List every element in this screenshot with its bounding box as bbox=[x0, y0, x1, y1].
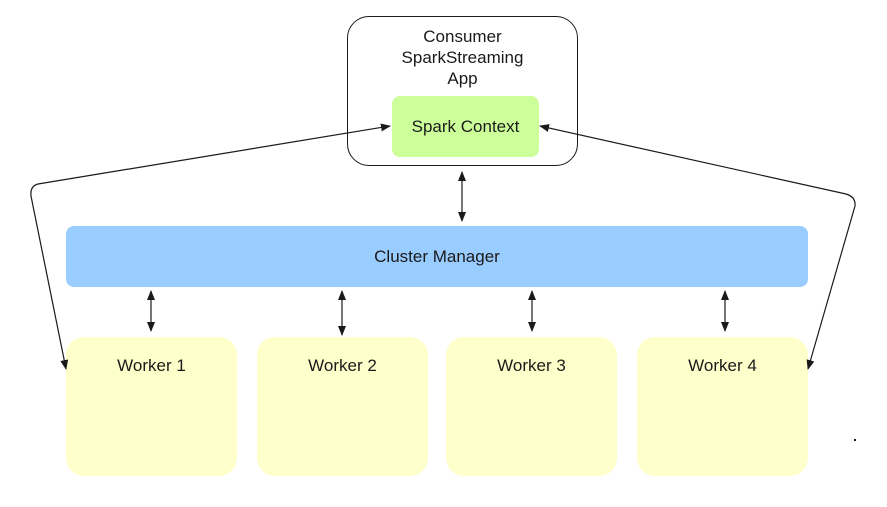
connector-spark-context-worker-1 bbox=[30, 123, 391, 370]
stray-dot bbox=[854, 439, 856, 441]
cluster-manager-label: Cluster Manager bbox=[374, 246, 500, 266]
connector-spark-context-worker-4 bbox=[539, 124, 856, 370]
consumer-app-label: Consumer SparkStreaming App bbox=[401, 27, 524, 88]
spark-context-node: Spark Context bbox=[392, 96, 539, 157]
spark-context-label: Spark Context bbox=[411, 116, 520, 136]
